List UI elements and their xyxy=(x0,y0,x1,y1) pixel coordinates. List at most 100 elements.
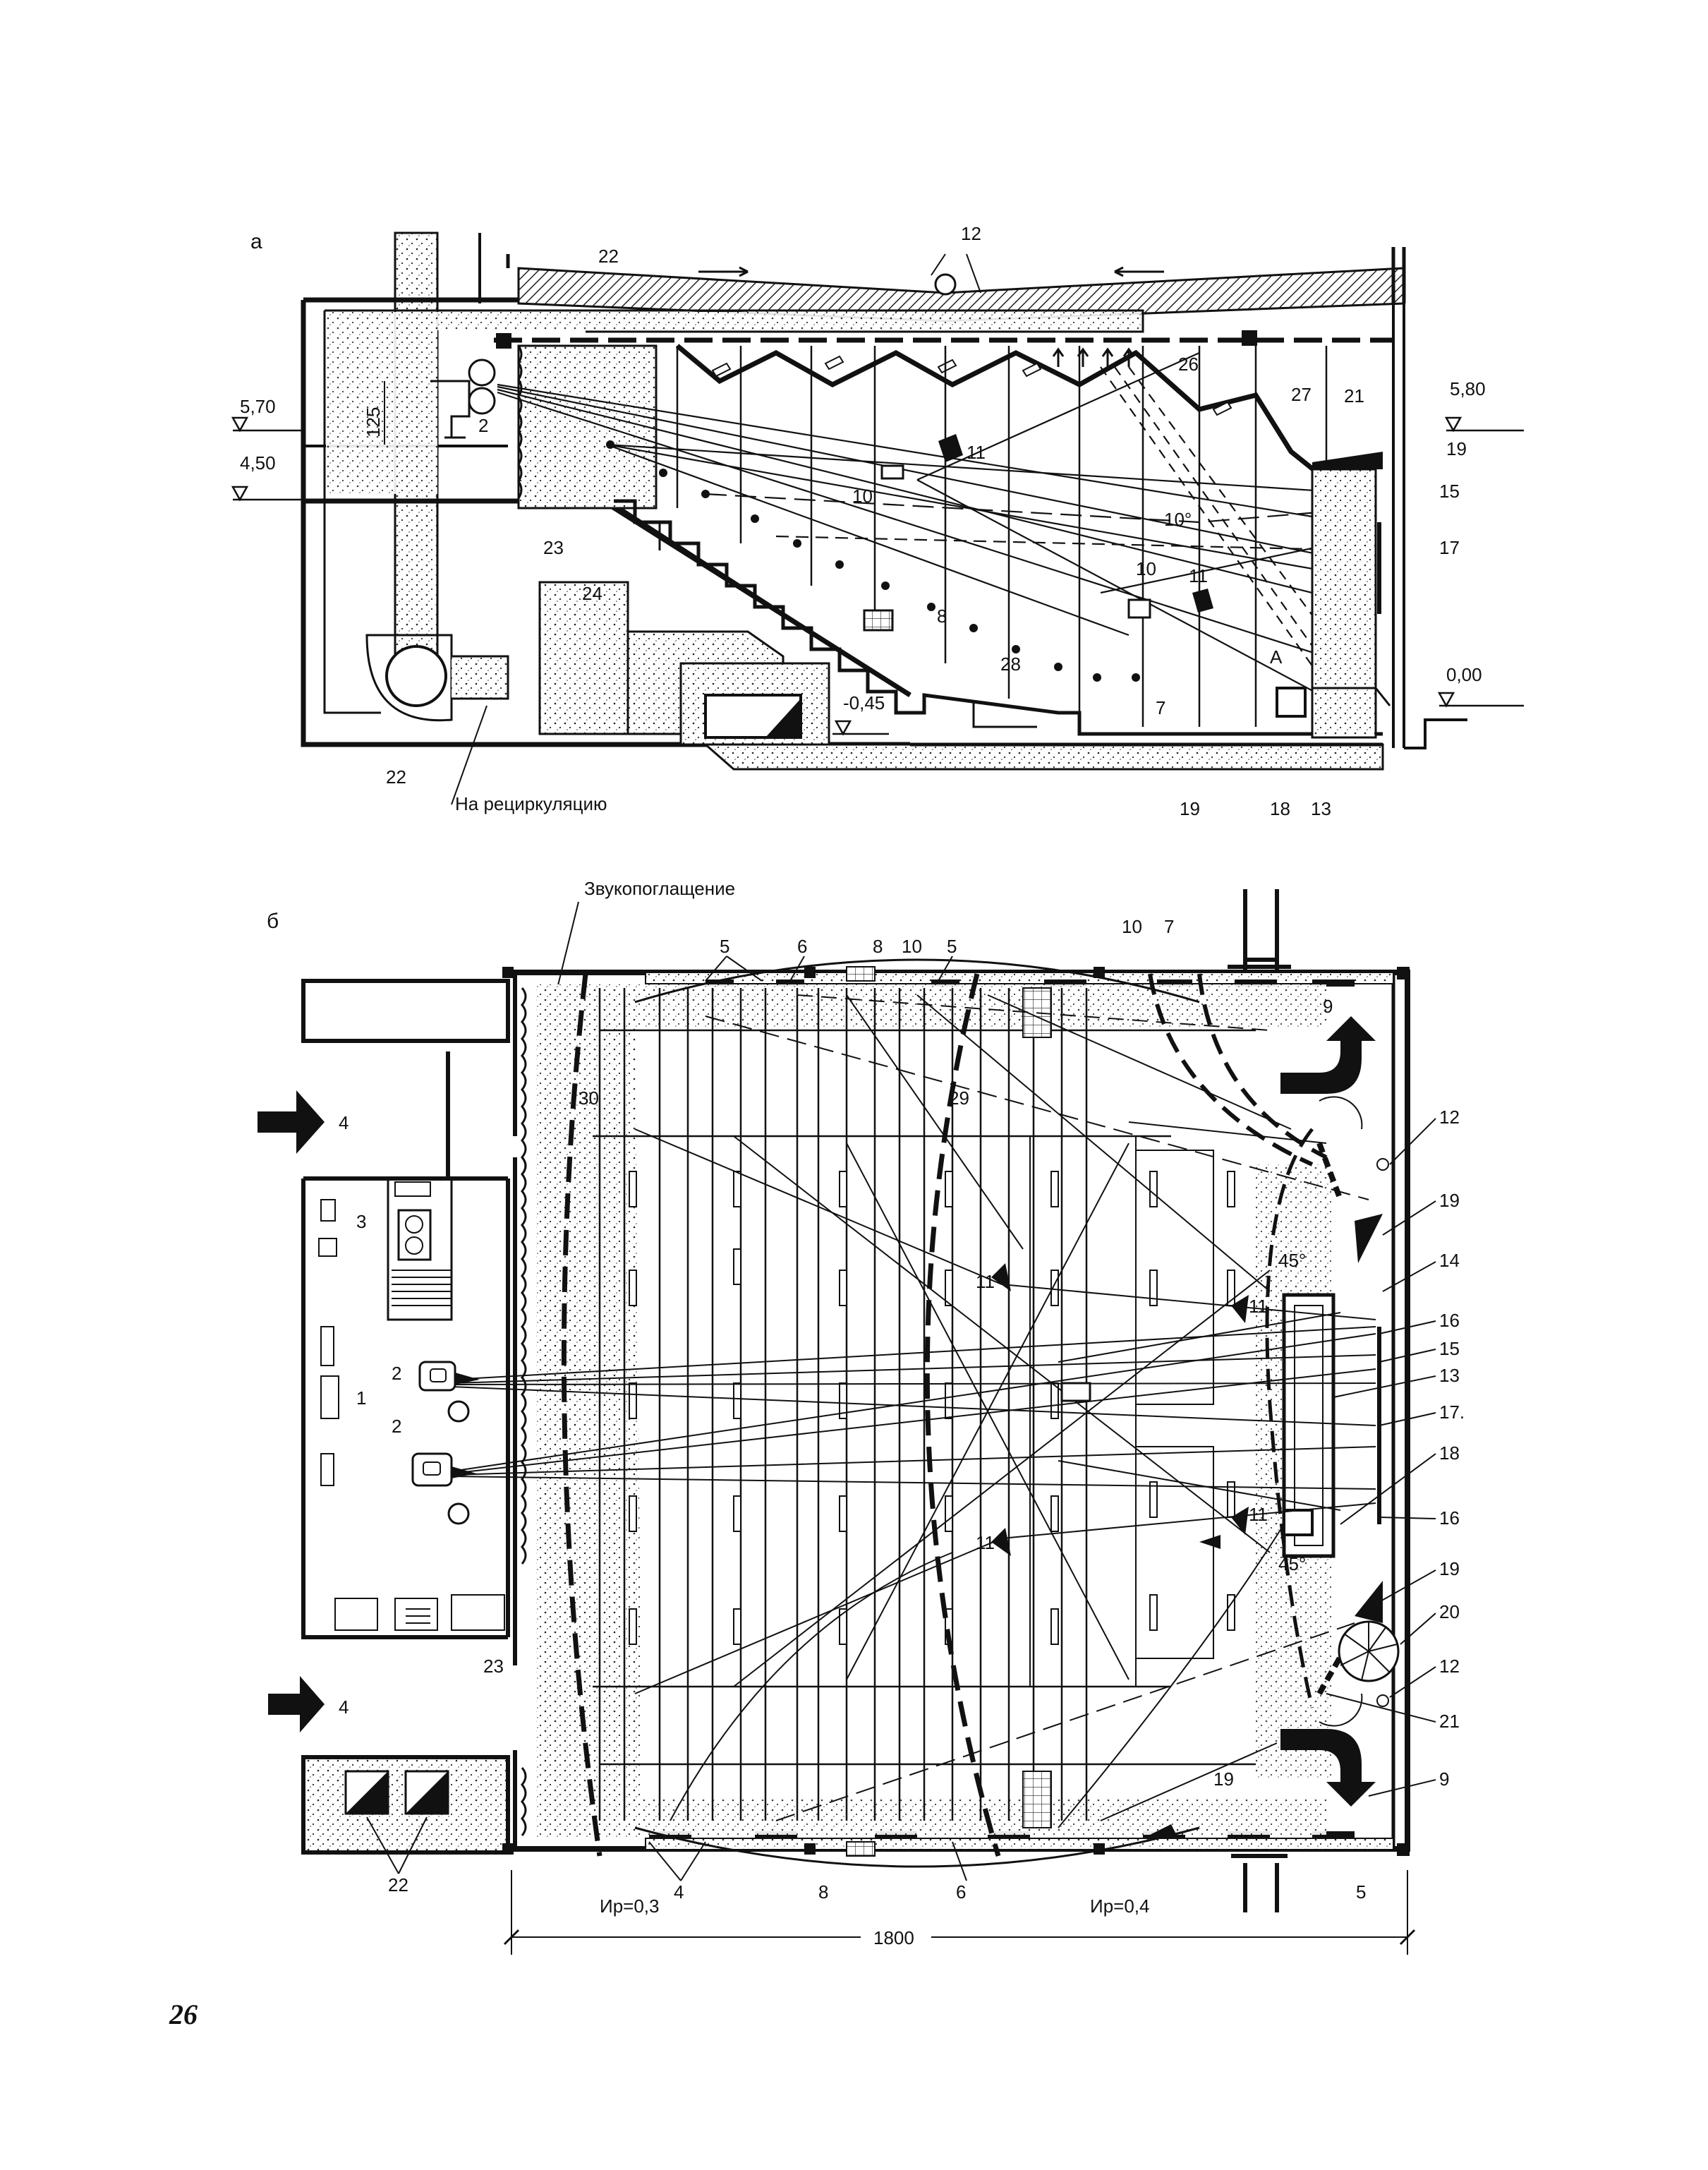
label-b-19c: 19 xyxy=(1213,1768,1234,1790)
label-b-9a: 9 xyxy=(1323,996,1333,1017)
label-2: 2 xyxy=(478,415,488,436)
dimension-1800: 1800 xyxy=(873,1927,914,1948)
label-b-30: 30 xyxy=(579,1087,599,1109)
seating-steps xyxy=(614,499,1383,736)
reverb-right: Ир=0,4 xyxy=(1090,1895,1149,1917)
label-b-23: 23 xyxy=(483,1656,504,1677)
label-22: 22 xyxy=(598,246,619,267)
projector-bottom xyxy=(411,1452,476,1525)
panel-b-plan: б Звукопоглащение xyxy=(258,878,1465,1955)
level-450: 4,50 xyxy=(240,452,276,474)
label-28: 28 xyxy=(1000,653,1021,675)
label-b-5b: 5 xyxy=(947,936,957,957)
label-23: 23 xyxy=(543,537,564,558)
label-b-2b: 2 xyxy=(392,1416,401,1437)
label-10: 10 xyxy=(852,486,873,507)
dimension-line xyxy=(511,1870,1408,1955)
panel-a-section: а xyxy=(231,223,1524,819)
label-b-12b: 12 xyxy=(1439,1656,1460,1677)
label-b-19b: 19 xyxy=(1439,1558,1460,1579)
ceiling-reflectors xyxy=(675,344,1328,482)
absorber-wave-top xyxy=(521,987,527,1175)
radiator-icon xyxy=(863,609,894,632)
entrance-arrow-bottom xyxy=(268,1676,325,1732)
label-10deg: 10° xyxy=(1164,509,1192,530)
projector-icon xyxy=(468,358,496,387)
panel-b-letter: б xyxy=(267,910,279,933)
label-26: 26 xyxy=(1178,354,1199,375)
label-b-13: 13 xyxy=(1439,1365,1460,1386)
level-570: 5,70 xyxy=(240,396,276,417)
label-b-11c: 11 xyxy=(1249,1504,1268,1525)
panel-a-letter: а xyxy=(250,230,262,253)
isoline-center xyxy=(924,973,1001,1857)
floor-slab xyxy=(703,743,1384,771)
speaker-icon xyxy=(938,434,963,462)
label-b-8: 8 xyxy=(873,936,883,957)
label-125: 125 xyxy=(363,407,384,438)
label-b-16a: 16 xyxy=(1439,1310,1460,1331)
label-19: 19 xyxy=(1446,438,1467,459)
label-b-2a: 2 xyxy=(392,1363,401,1384)
recirculation-label: На рециркуляцию xyxy=(455,793,607,814)
sound-absorption-label: Звукопоглащение xyxy=(584,878,735,899)
label-b-8b: 8 xyxy=(818,1881,828,1903)
stage-wall xyxy=(1311,468,1377,739)
isoline-left xyxy=(561,973,602,1857)
label-b-11b: 11 xyxy=(976,1532,995,1553)
label-b-4a: 4 xyxy=(339,1112,349,1133)
label-b-3: 3 xyxy=(356,1211,366,1232)
label-11b: 11 xyxy=(1189,565,1208,586)
label-b-4c: 4 xyxy=(674,1881,684,1903)
projector-top xyxy=(418,1361,480,1423)
label-b-45b: 45° xyxy=(1278,1553,1306,1574)
label-12: 12 xyxy=(961,223,981,244)
label-21: 21 xyxy=(1344,385,1364,406)
label-b-7: 7 xyxy=(1164,916,1174,937)
label-10b: 10 xyxy=(1136,558,1156,579)
label-b-19a: 19 xyxy=(1439,1190,1460,1211)
label-17: 17 xyxy=(1439,537,1460,558)
label-b-1: 1 xyxy=(356,1387,366,1409)
reverb-left: Ир=0,3 xyxy=(600,1895,659,1917)
label-7: 7 xyxy=(1156,697,1165,718)
label-b-45a: 45° xyxy=(1278,1250,1306,1271)
label-b-5a: 5 xyxy=(720,936,729,957)
label-b-29: 29 xyxy=(949,1087,969,1109)
label-b-20: 20 xyxy=(1439,1601,1460,1622)
label-b-11d: 11 xyxy=(1249,1296,1268,1317)
page-number: 26 xyxy=(169,1999,198,2030)
unit-24 xyxy=(538,581,629,735)
label-b-11a: 11 xyxy=(976,1271,995,1292)
label-b-15: 15 xyxy=(1439,1338,1460,1359)
label-b-17: 17. xyxy=(1439,1402,1465,1423)
fan-circle xyxy=(385,645,447,707)
label-b-9b: 9 xyxy=(1439,1768,1449,1790)
exit-arrow-top xyxy=(1280,1016,1376,1094)
label-27: 27 xyxy=(1291,384,1312,405)
label-b-6b: 6 xyxy=(956,1881,966,1903)
label-b-12a: 12 xyxy=(1439,1107,1460,1128)
label-000: 0,00 xyxy=(1446,664,1482,685)
label-minus-045: -0,45 xyxy=(843,692,885,713)
label-b-10: 10 xyxy=(902,936,922,957)
label-19b: 19 xyxy=(1180,798,1200,819)
label-18: 18 xyxy=(1270,798,1290,819)
label-13: 13 xyxy=(1311,798,1331,819)
label-8: 8 xyxy=(937,605,947,627)
entrance-arrow-top xyxy=(258,1090,325,1154)
label-b-10b: 10 xyxy=(1122,916,1142,937)
label-b-16b: 16 xyxy=(1439,1507,1460,1529)
label-b-6: 6 xyxy=(797,936,807,957)
label-b-5c: 5 xyxy=(1356,1881,1366,1903)
label-24: 24 xyxy=(582,583,602,604)
level-580: 5,80 xyxy=(1450,378,1486,399)
label-11: 11 xyxy=(967,442,986,463)
label-b-4b: 4 xyxy=(339,1696,349,1718)
label-b-21: 21 xyxy=(1439,1711,1460,1732)
stair-bottom xyxy=(1022,1771,1052,1828)
room-top-left xyxy=(301,979,510,1043)
label-A: A xyxy=(1270,646,1283,668)
